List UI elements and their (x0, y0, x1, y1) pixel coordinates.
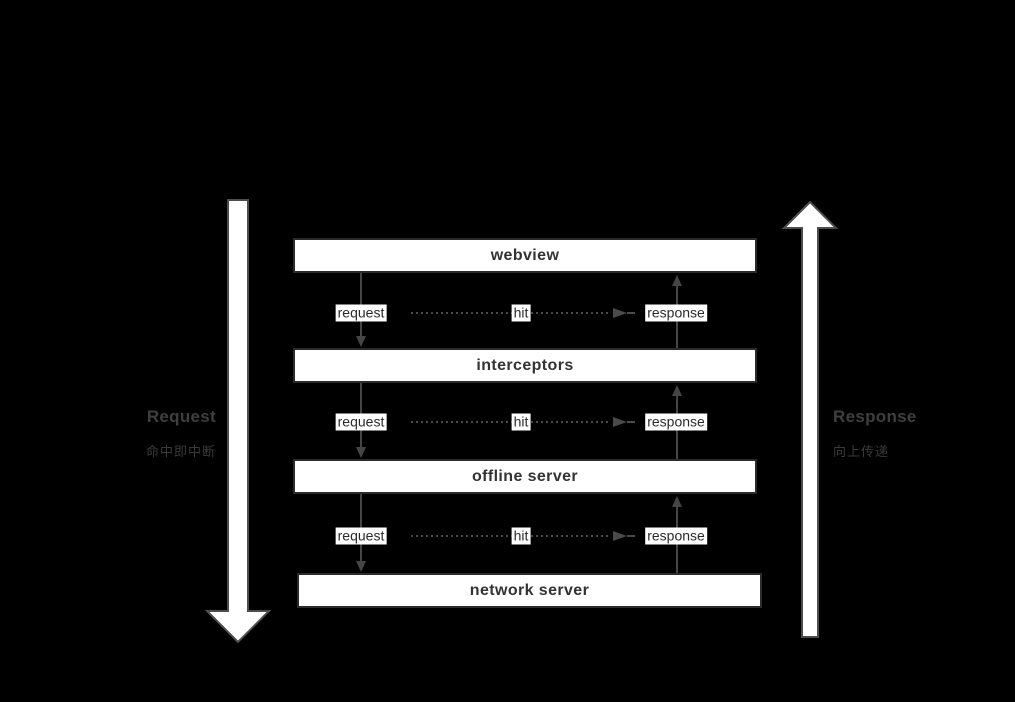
request-annotation-title: Request (146, 407, 216, 426)
request-label-chip: request (335, 304, 387, 322)
layer-label: network server (469, 581, 590, 599)
layer-label: webview (490, 246, 560, 264)
layer-label: offline server (471, 467, 579, 485)
hit-label-chip: hit (511, 527, 531, 545)
hit-right-arrowhead-icon (613, 308, 627, 318)
hit-right-arrowhead-icon (613, 531, 627, 541)
hit-right-arrowhead-icon (613, 417, 627, 427)
layer-box-interceptors: interceptors (293, 348, 757, 383)
response-label-chip: response (645, 527, 707, 545)
hit-label-chip: hit (511, 413, 531, 431)
layer-box-offline-server: offline server (293, 459, 757, 494)
gap2-connectors (356, 383, 682, 459)
layer-label: interceptors (476, 356, 574, 374)
response-annotation-title: Response (833, 407, 917, 426)
response-annotation: Response 向上传递 (833, 407, 973, 460)
response-up-arrowhead-icon (672, 385, 682, 396)
layer-box-webview: webview (293, 238, 757, 273)
request-annotation: Request 命中即中断 (96, 407, 216, 460)
response-up-arrowhead-icon (672, 496, 682, 507)
request-down-arrowhead-icon (356, 561, 366, 572)
layer-box-network-server: network server (297, 573, 762, 608)
request-label-chip: request (335, 527, 387, 545)
request-down-arrowhead-icon (356, 336, 366, 347)
response-label-chip: response (645, 413, 707, 431)
request-label-chip: request (335, 413, 387, 431)
response-label-chip: response (645, 304, 707, 322)
hit-label-chip: hit (511, 304, 531, 322)
request-down-arrowhead-icon (356, 447, 366, 458)
response-annotation-subtitle: 向上传递 (833, 444, 890, 459)
request-annotation-subtitle: 命中即中断 (145, 444, 216, 459)
response-flow-big-up-arrow-icon (781, 200, 839, 638)
response-up-arrowhead-icon (672, 275, 682, 286)
request-flow-big-down-arrow-icon (204, 199, 272, 644)
